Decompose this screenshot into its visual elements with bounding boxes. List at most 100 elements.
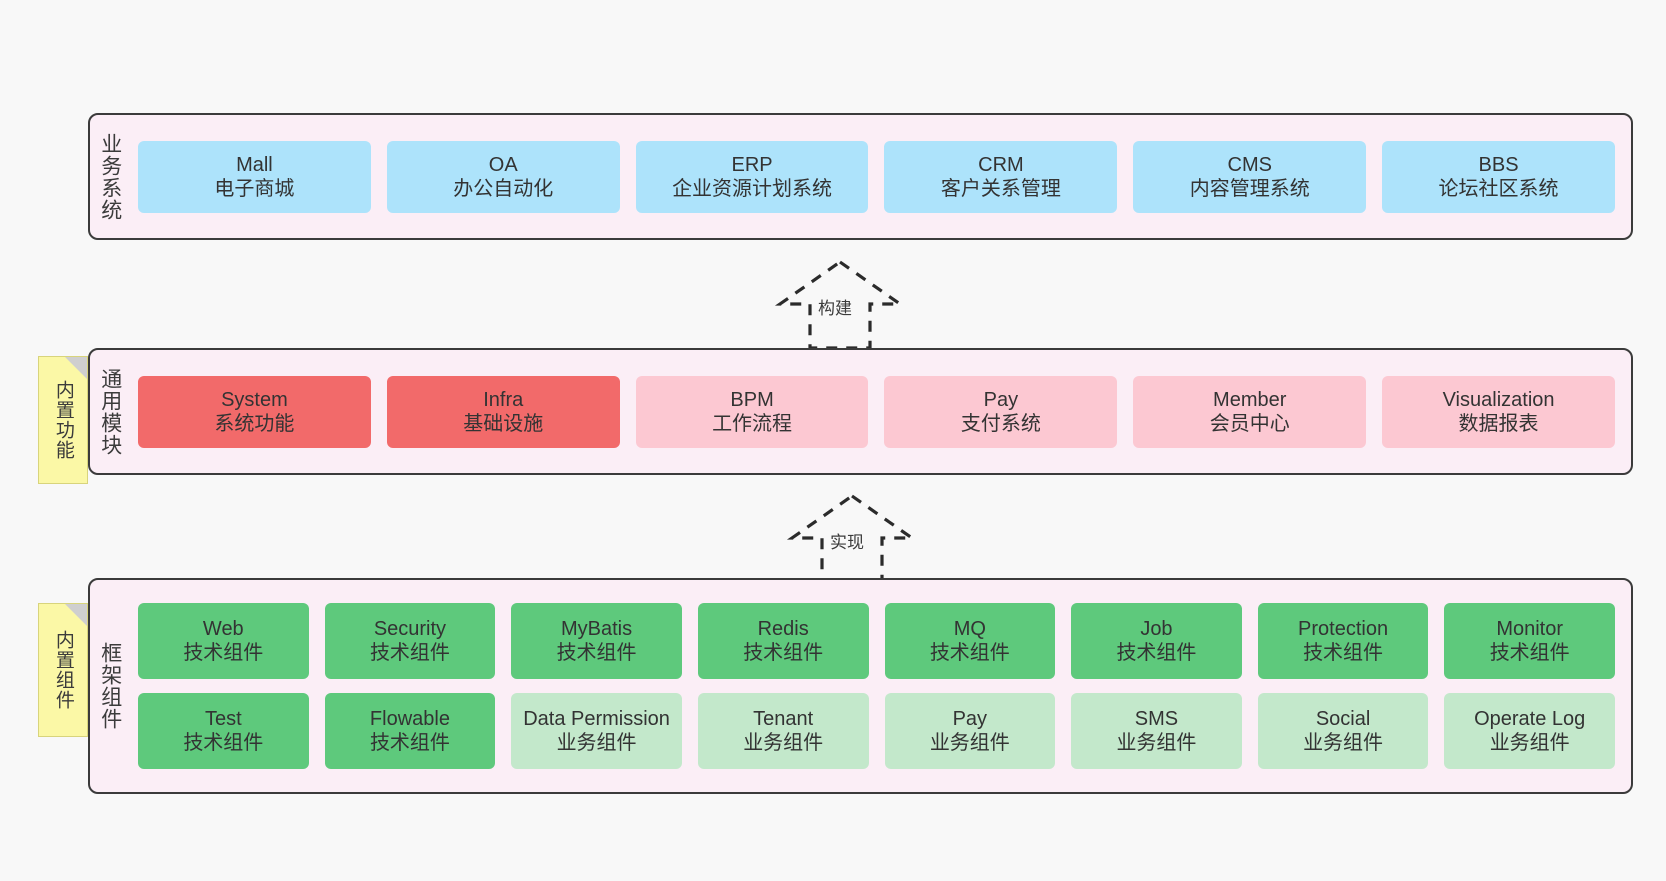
card-label-cn: 电子商城 — [214, 177, 295, 200]
layer-framework-component: 框架组件 Web 技术组件 Security 技术组件 MyBatis 技术组件… — [88, 578, 1633, 794]
card-label-cn: 论坛社区系统 — [1438, 177, 1559, 200]
card-mall[interactable]: Mall 电子商城 — [138, 140, 371, 213]
relation-realize-label: 实现 — [830, 533, 864, 552]
card-label-cn: 会员中心 — [1209, 412, 1290, 435]
card-label-en: Protection — [1298, 618, 1389, 640]
card-label-cn: 技术组件 — [369, 642, 450, 664]
card-label-cn: 支付系统 — [960, 412, 1041, 435]
card-cms[interactable]: CMS 内容管理系统 — [1133, 140, 1367, 213]
card-protection[interactable]: Protection 技术组件 — [1257, 603, 1429, 679]
layer-title-framework-component: 框架组件 — [98, 642, 122, 730]
card-sms[interactable]: SMS 业务组件 — [1071, 693, 1242, 769]
layer-business-system: 业务系统 Mall 电子商城 OA 办公自动化 ERP 企业资源计划系统 CRM… — [88, 113, 1633, 240]
card-label-en: Redis — [757, 618, 809, 640]
note-builtin-features-label: 内置功能 — [52, 380, 74, 460]
card-tenant[interactable]: Tenant 业务组件 — [697, 693, 869, 769]
card-social[interactable]: Social 业务组件 — [1257, 693, 1429, 769]
card-label-en: SMS — [1134, 708, 1179, 730]
card-label-cn: 工作流程 — [712, 412, 793, 435]
relation-build-arrow-icon — [774, 260, 906, 350]
layer-title-business-system: 业务系统 — [98, 132, 122, 221]
card-row: Web 技术组件 Security 技术组件 MyBatis 技术组件 Redi… — [138, 603, 1615, 679]
card-label-en: Data Permission — [523, 708, 670, 730]
card-data-permission[interactable]: Data Permission 业务组件 — [511, 693, 682, 769]
card-label-cn: 技术组件 — [1303, 642, 1384, 664]
card-label-cn: 技术组件 — [556, 642, 637, 664]
card-row: System 系统功能 Infra 基础设施 BPM 工作流程 Pay 支付系统… — [138, 375, 1615, 448]
card-label-en: Web — [202, 618, 244, 640]
relation-realize-arrow-icon — [786, 494, 918, 584]
card-erp[interactable]: ERP 企业资源计划系统 — [635, 140, 869, 213]
card-label-en: System — [221, 388, 288, 411]
card-label-en: Social — [1315, 708, 1371, 730]
card-label-en: MyBatis — [561, 618, 633, 640]
card-bpm[interactable]: BPM 工作流程 — [635, 375, 869, 448]
card-crm[interactable]: CRM 客户关系管理 — [884, 140, 1118, 213]
card-label-cn: 业务组件 — [1489, 732, 1570, 754]
card-label-cn: 业务组件 — [743, 732, 824, 754]
card-redis[interactable]: Redis 技术组件 — [697, 603, 869, 679]
card-mq[interactable]: MQ 技术组件 — [884, 603, 1056, 679]
card-label-en: ERP — [731, 153, 773, 176]
card-label-en: CMS — [1227, 153, 1272, 176]
card-label-en: Test — [204, 708, 242, 730]
card-oa[interactable]: OA 办公自动化 — [386, 140, 620, 213]
card-operate-log[interactable]: Operate Log 业务组件 — [1444, 693, 1615, 769]
card-row: Mall 电子商城 OA 办公自动化 ERP 企业资源计划系统 CRM 客户关系… — [138, 140, 1615, 213]
card-label-en: Flowable — [369, 708, 450, 730]
card-label-en: CRM — [978, 153, 1024, 176]
card-system[interactable]: System 系统功能 — [138, 375, 371, 448]
card-member[interactable]: Member 会员中心 — [1133, 375, 1367, 448]
card-flowable[interactable]: Flowable 技术组件 — [324, 693, 496, 769]
card-label-cn: 技术组件 — [369, 732, 450, 754]
card-monitor[interactable]: Monitor 技术组件 — [1444, 603, 1615, 679]
card-bbs[interactable]: BBS 论坛社区系统 — [1382, 140, 1615, 213]
card-label-cn: 业务组件 — [1303, 732, 1384, 754]
card-label-en: Security — [373, 618, 447, 640]
card-label-cn: 技术组件 — [183, 642, 264, 664]
card-label-en: Operate Log — [1474, 708, 1586, 730]
card-label-cn: 技术组件 — [743, 642, 824, 664]
card-label-en: Tenant — [753, 708, 814, 730]
card-label-en: Infra — [483, 388, 524, 411]
card-visualization[interactable]: Visualization 数据报表 — [1382, 375, 1615, 448]
card-label-cn: 基础设施 — [463, 412, 544, 435]
layer-title-common-module: 通用模块 — [98, 367, 122, 456]
card-test[interactable]: Test 技术组件 — [138, 693, 309, 769]
relation-realize: 实现 — [772, 492, 932, 584]
card-infra[interactable]: Infra 基础设施 — [386, 375, 620, 448]
note-builtin-features: 内置功能 — [38, 356, 88, 484]
card-label-en: Mall — [236, 153, 273, 176]
card-label-cn: 办公自动化 — [453, 177, 554, 200]
card-label-en: Job — [1140, 618, 1173, 640]
card-label-cn: 数据报表 — [1458, 412, 1539, 435]
card-label-cn: 技术组件 — [1116, 642, 1197, 664]
layer-body-framework-component: Web 技术组件 Security 技术组件 MyBatis 技术组件 Redi… — [130, 580, 1631, 792]
card-label-cn: 系统功能 — [214, 412, 295, 435]
card-label-cn: 内容管理系统 — [1189, 177, 1310, 200]
card-label-cn: 技术组件 — [1489, 642, 1570, 664]
card-pay-module[interactable]: Pay 支付系统 — [884, 375, 1118, 448]
card-label-en: MQ — [953, 618, 986, 640]
card-row: Test 技术组件 Flowable 技术组件 Data Permission … — [138, 693, 1615, 769]
card-mybatis[interactable]: MyBatis 技术组件 — [511, 603, 682, 679]
card-label-en: OA — [488, 153, 518, 176]
card-label-en: Member — [1213, 388, 1287, 411]
layer-body-common-module: System 系统功能 Infra 基础设施 BPM 工作流程 Pay 支付系统… — [130, 350, 1631, 473]
card-web[interactable]: Web 技术组件 — [138, 603, 309, 679]
card-pay-component[interactable]: Pay 业务组件 — [884, 693, 1056, 769]
card-security[interactable]: Security 技术组件 — [324, 603, 496, 679]
layer-common-module: 通用模块 System 系统功能 Infra 基础设施 BPM 工作流程 Pay… — [88, 348, 1633, 475]
card-label-en: BBS — [1478, 153, 1519, 176]
relation-build-label: 构建 — [818, 299, 852, 318]
card-label-en: Pay — [983, 388, 1019, 411]
card-label-en: Visualization — [1442, 388, 1555, 411]
card-label-en: Monitor — [1496, 618, 1564, 640]
note-builtin-components-label: 内置组件 — [52, 630, 74, 710]
card-job[interactable]: Job 技术组件 — [1071, 603, 1242, 679]
note-builtin-components: 内置组件 — [38, 603, 88, 737]
card-label-cn: 业务组件 — [1116, 732, 1197, 754]
card-label-en: BPM — [730, 388, 774, 411]
card-label-en: Pay — [952, 708, 988, 730]
